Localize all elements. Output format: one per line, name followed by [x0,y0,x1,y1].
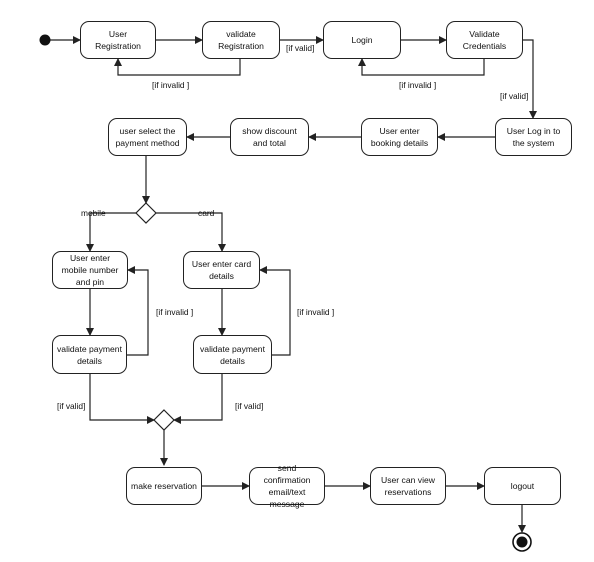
node-logout: logout [484,467,561,505]
guard-mobile-valid: [if valid] [57,401,86,411]
guard-login-invalid: [if invalid ] [399,80,437,90]
node-show-discount: show discount and total [230,118,309,156]
node-validate-credentials: Validate Credentials [446,21,523,59]
node-view-reservations: User can view reservations [370,467,446,505]
flow-decision-to-card [156,212,226,252]
node-validate-registration: validate Registration [202,21,280,59]
node-login: Login [323,21,401,59]
node-make-reservation: make reservation [126,467,202,505]
node-label: send confirmation email/text message [263,463,311,509]
node-label: make reservation [131,481,197,491]
node-enter-mobile: User enter mobile number and pin [52,251,128,289]
guard-login-valid: [if valid] [500,91,529,101]
node-label: validate payment details [200,343,265,366]
flow-decision-to-mobile [86,212,136,252]
payment-decision-node [135,202,157,224]
node-enter-card: User enter card details [183,251,260,289]
guard-card: card [198,208,215,218]
node-user-enter-booking: User enter booking details [361,118,438,156]
node-select-payment: user select the payment method [108,118,187,156]
guard-registration-invalid: [if invalid ] [152,80,190,90]
node-label: user select the payment method [115,126,180,148]
node-label: show discount and total [242,126,297,148]
node-label: logout [510,481,535,491]
node-label: User Log in to the system [506,126,561,148]
guard-card-valid: [if valid] [235,401,264,411]
node-label: User enter card details [191,259,252,281]
flow-card-invalid-loop [259,266,291,356]
node-user-registration: User Registration [80,21,156,59]
final-node-inner [516,536,528,548]
payment-merge-node [153,409,175,431]
flow-mobile-invalid-loop [127,266,149,356]
guard-mobile-invalid: [if invalid ] [156,307,194,317]
node-validate-card-payment: validate payment details [193,335,272,374]
guard-card-invalid: [if invalid ] [297,307,335,317]
node-validate-mobile-payment: validate payment details [52,335,127,374]
flow-registration-invalid-loop [114,58,241,76]
node-label: User enter mobile number and pin [61,253,119,287]
node-label: Login [351,35,373,45]
node-label: Validate Credentials [462,29,507,51]
node-label: validate Registration [218,29,264,51]
flow-login-invalid-loop [358,58,485,76]
node-send-confirmation: send confirmation email/text message [249,463,325,509]
flow-validate-credentials-to-log-in [523,39,537,119]
node-label: User can view reservations [381,475,435,497]
flow-card-valid-to-merge [173,374,223,424]
node-label: User enter booking details [370,126,429,148]
guard-registration-valid: [if valid] [286,43,315,53]
initial-node [39,34,51,46]
node-label: validate payment details [57,343,122,366]
node-user-log-in: User Log in to the system [495,118,572,156]
guard-mobile: mobile [81,208,106,218]
flow-mobile-valid-to-merge [89,374,155,424]
node-label: User Registration [95,29,141,51]
